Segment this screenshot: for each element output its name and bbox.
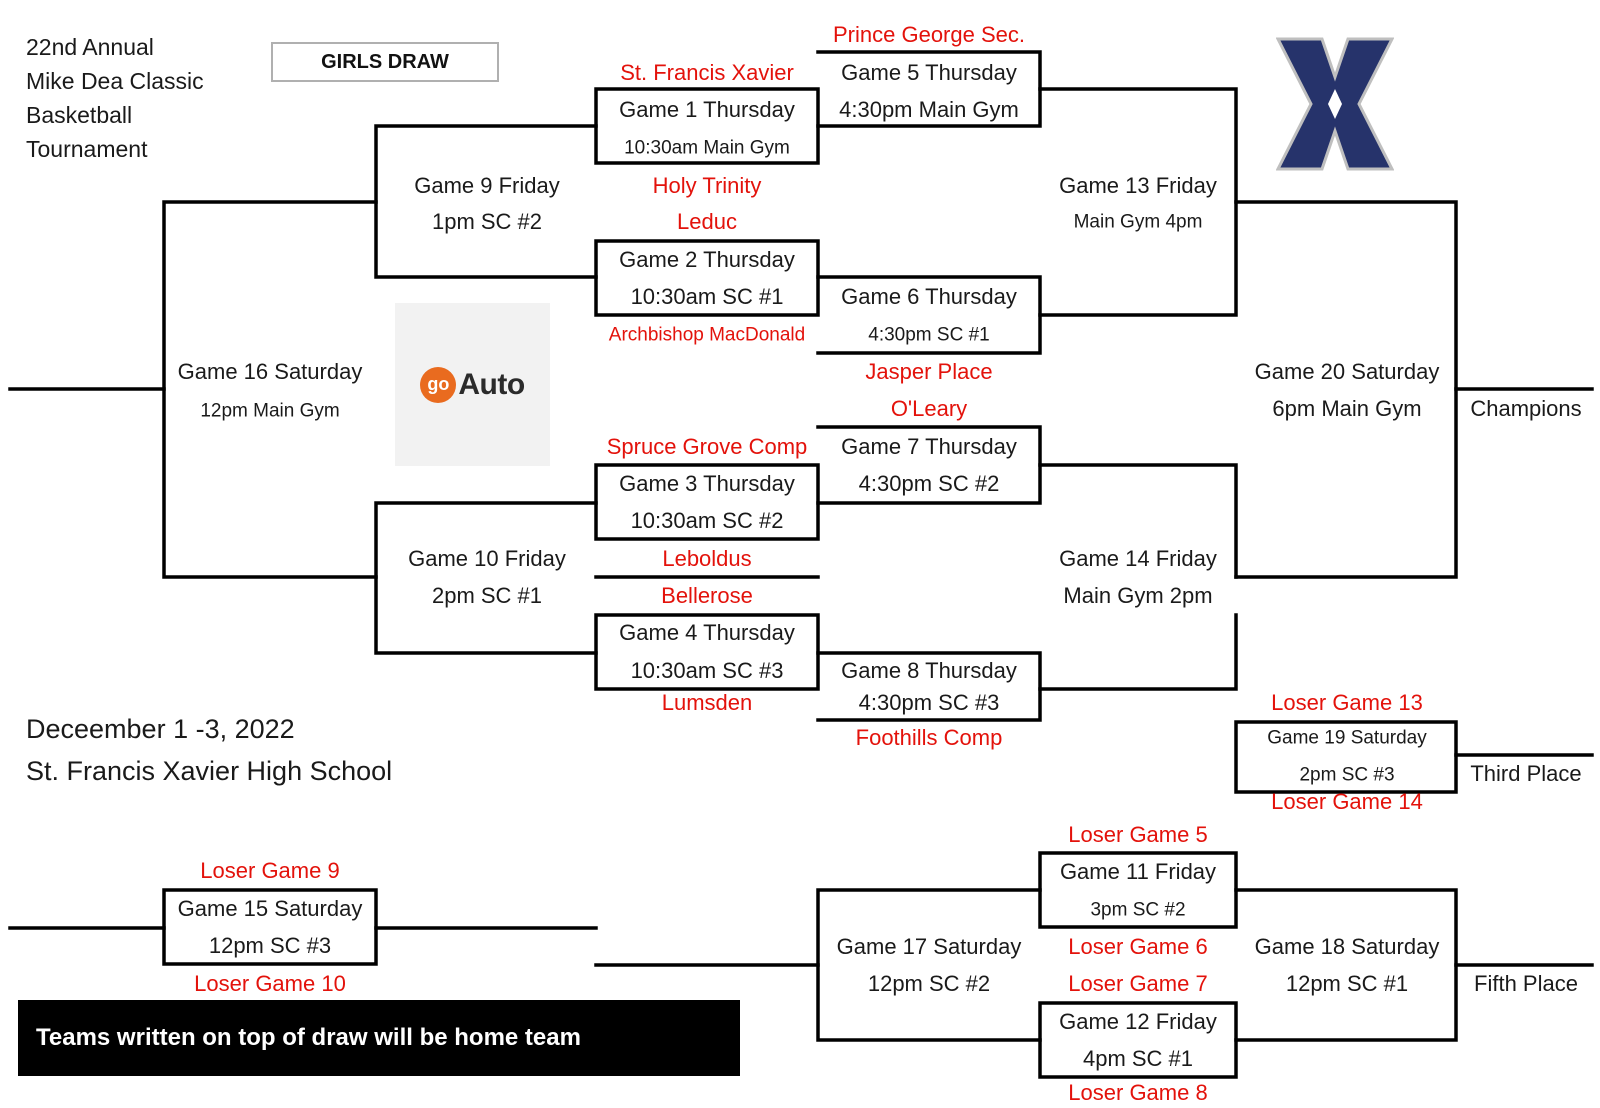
game-title: Game 8 Thursday <box>841 658 1017 683</box>
game-detail: 2pm SC #1 <box>431 583 543 608</box>
home-team-notice: Teams written on top of draw will be hom… <box>18 1000 740 1076</box>
game-detail: 10:30am SC #2 <box>630 508 784 533</box>
event-venue: St. Francis Xavier High School <box>26 756 393 786</box>
team-label: Spruce Grove Comp <box>606 434 808 459</box>
title-line: 22nd Annual <box>26 34 154 60</box>
game-title: Game 13 Friday <box>1059 173 1217 198</box>
team-label: Prince George Sec. <box>833 22 1025 47</box>
game-16-bracket <box>162 200 378 579</box>
game-detail: 6pm Main Gym <box>1272 396 1422 421</box>
game-18-bracket <box>1234 888 1458 1042</box>
game-detail: 3pm SC #2 <box>1090 899 1186 921</box>
game-title: Game 9 Friday <box>414 173 560 198</box>
team-label: Archbishop MacDonald <box>608 324 806 346</box>
game-detail: 4:30pm Main Gym <box>839 97 1019 122</box>
team-label: St. Francis Xavier <box>620 60 794 85</box>
game-title: Game 15 Saturday <box>177 896 363 921</box>
girls-draw-label: GIRLS DRAW <box>271 42 499 82</box>
sponsor-logo: go Auto <box>395 303 550 466</box>
game-title: Game 1 Thursday <box>619 97 795 122</box>
game-title: Game 20 Saturday <box>1254 359 1440 384</box>
team-label: Holy Trinity <box>652 173 762 198</box>
game-17-bracket <box>816 888 1042 1042</box>
game-detail: 12pm SC #1 <box>1285 971 1409 996</box>
game-detail: Main Gym 2pm <box>1063 583 1213 608</box>
game-14-bracket <box>1038 463 1238 579</box>
game-detail: 2pm SC #3 <box>1299 764 1395 786</box>
game-title: Game 19 Saturday <box>1267 727 1427 749</box>
game-title: Game 5 Thursday <box>841 60 1017 85</box>
game-20-bracket <box>1234 200 1458 579</box>
game-detail: 4pm SC #1 <box>1082 1046 1194 1071</box>
game-10-bracket <box>374 501 598 655</box>
team-label: Foothills Comp <box>855 725 1003 750</box>
title-line: Basketball <box>26 102 133 128</box>
team-label: Lumsden <box>661 690 753 715</box>
game-detail: 12pm Main Gym <box>200 400 340 422</box>
team-label: Loser Game 10 <box>194 971 346 996</box>
game-detail: 10:30am Main Gym <box>624 137 790 159</box>
title-line: Mike Dea Classic <box>26 68 204 94</box>
sponsor-word: Auto <box>458 367 525 401</box>
game-title: Game 14 Friday <box>1059 546 1217 571</box>
game-detail: 12pm SC #3 <box>208 933 332 958</box>
game-detail: Main Gym 4pm <box>1073 211 1203 233</box>
team-label: O'Leary <box>890 396 968 421</box>
third-place-label: Third Place <box>1470 761 1582 786</box>
game-detail: 4:30pm SC #2 <box>858 471 1000 496</box>
title-line: Tournament <box>26 136 148 162</box>
team-label: Loser Game 5 <box>1068 822 1208 847</box>
game-19-box <box>1234 720 1458 794</box>
tournament-title: 22nd Annual Mike Dea Classic Basketball … <box>26 30 204 166</box>
team-label: Loser Game 8 <box>1068 1080 1208 1105</box>
game-title: Game 16 Saturday <box>177 359 363 384</box>
game-detail: 1pm SC #2 <box>431 209 543 234</box>
game-detail: 4:30pm SC #1 <box>868 324 990 346</box>
team-label: Leboldus <box>662 546 752 571</box>
team-label: Leduc <box>677 209 737 234</box>
go-auto-logo-icon: go Auto <box>420 366 525 403</box>
team-label: Bellerose <box>661 583 753 608</box>
team-label: Loser Game 9 <box>200 858 340 883</box>
game-detail: 10:30am SC #1 <box>630 284 784 309</box>
sponsor-go-mark: go <box>420 366 457 403</box>
event-dates: Deceember 1 -3, 2022 <box>26 714 295 744</box>
game-14-bracket-lower <box>1038 613 1238 691</box>
x-letter-logo-icon <box>1276 37 1394 171</box>
team-label: Loser Game 6 <box>1068 934 1208 959</box>
game-title: Game 4 Thursday <box>619 620 795 645</box>
game-title: Game 6 Thursday <box>841 284 1017 309</box>
team-label: Loser Game 14 <box>1271 789 1423 814</box>
game-13-bracket <box>1038 87 1238 317</box>
game-title: Game 18 Saturday <box>1254 934 1440 959</box>
event-info: Deceember 1 -3, 2022 St. Francis Xavier … <box>26 708 392 792</box>
game-title: Game 17 Saturday <box>836 934 1022 959</box>
game-title: Game 7 Thursday <box>841 434 1017 459</box>
game-detail: 4:30pm SC #3 <box>858 690 1000 715</box>
game-title: Game 12 Friday <box>1059 1009 1217 1034</box>
team-label: Loser Game 7 <box>1068 971 1208 996</box>
game-title: Game 3 Thursday <box>619 471 795 496</box>
team-label: Loser Game 13 <box>1271 690 1423 715</box>
game-title: Game 2 Thursday <box>619 247 795 272</box>
game-9-bracket <box>374 124 598 279</box>
champions-label: Champions <box>1470 396 1582 421</box>
game-detail: 10:30am SC #3 <box>630 658 784 683</box>
game-title: Game 11 Friday <box>1059 859 1217 884</box>
game-detail: 12pm SC #2 <box>867 971 991 996</box>
game-8-bracket <box>816 651 1042 722</box>
game-title: Game 10 Friday <box>408 546 566 571</box>
team-label: Jasper Place <box>865 359 993 384</box>
fifth-place-label: Fifth Place <box>1474 971 1578 996</box>
